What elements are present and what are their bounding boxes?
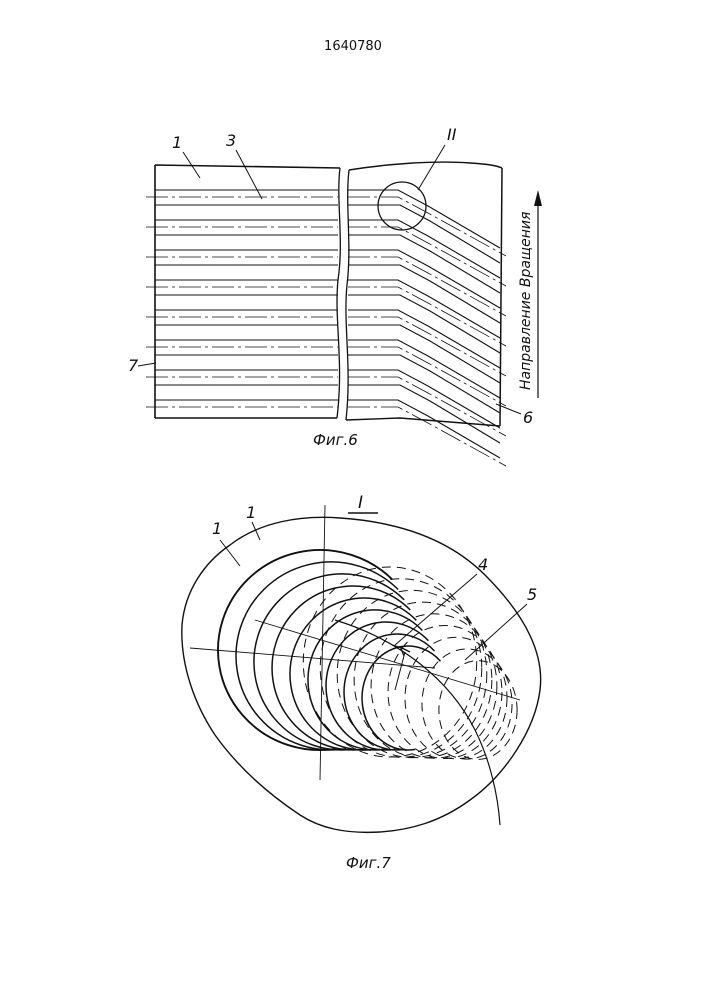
fig6-detail-leader bbox=[418, 145, 445, 190]
fig7-leader-5 bbox=[465, 604, 527, 660]
fig7-leader-4 bbox=[395, 574, 477, 645]
fig6-groove-right bbox=[348, 190, 500, 248]
fig7-solid-ring bbox=[272, 586, 410, 750]
fig7-axis-line bbox=[255, 620, 520, 700]
fig7-horizontal-axis bbox=[190, 648, 435, 668]
fig6-detail-label: II bbox=[447, 125, 457, 144]
fig6-right-bottom-edge bbox=[346, 418, 500, 426]
fig7-label-5: 5 bbox=[527, 585, 537, 604]
fig7-dashed-rings bbox=[303, 567, 517, 759]
fig7-dashed-ring bbox=[439, 661, 517, 760]
fig7-label-1a: 1 bbox=[246, 503, 256, 522]
fig6-groove-lines bbox=[146, 190, 506, 466]
figure-6: II 1 3 7 6 Направление Вращения Фиг.6 bbox=[128, 125, 542, 466]
fig7-leader-1b bbox=[220, 540, 240, 566]
fig6-label-1: 1 bbox=[172, 133, 182, 152]
patent-number: 1640780 bbox=[324, 39, 382, 54]
fig6-label-7: 7 bbox=[128, 356, 139, 375]
fig6-label-3: 3 bbox=[226, 131, 236, 150]
fig7-label-1b: 1 bbox=[212, 519, 222, 538]
fig6-rotation-text: Направление Вращения bbox=[518, 212, 534, 390]
fig6-label-6: 6 bbox=[523, 408, 533, 427]
fig6-caption: Фиг.6 bbox=[313, 431, 358, 449]
fig7-dashed-ring bbox=[405, 637, 507, 759]
fig6-leader-7 bbox=[138, 363, 156, 366]
fig6-rotation-arrowhead bbox=[534, 190, 542, 206]
fig6-left-block bbox=[155, 165, 340, 418]
fig6-right-top-edge bbox=[349, 162, 502, 170]
fig6-right-edge bbox=[500, 168, 502, 426]
fig7-section-label: I bbox=[358, 493, 363, 513]
fig7-label-4: 4 bbox=[478, 555, 488, 574]
figure-7: I 1 1 4 5 Фиг.7 bbox=[182, 493, 541, 872]
fig7-caption: Фиг.7 bbox=[346, 854, 391, 872]
fig6-leader-3 bbox=[236, 150, 262, 199]
